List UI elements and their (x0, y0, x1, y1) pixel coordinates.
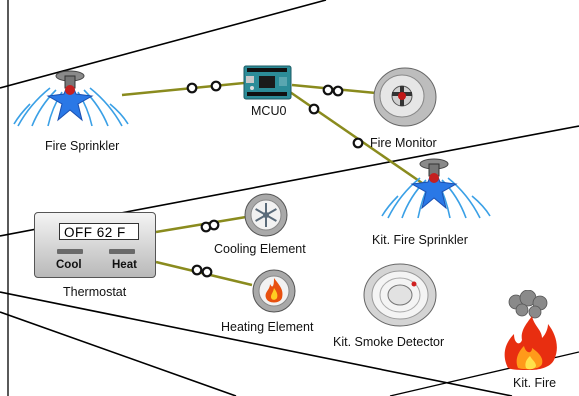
fire-icon (504, 290, 557, 370)
heat-indicator (109, 249, 135, 254)
kit-fire-sprinkler-device[interactable] (368, 150, 498, 232)
kit-smoke-detector-label: Kit. Smoke Detector (333, 335, 445, 349)
fire-sprinkler-label: Fire Sprinkler (45, 139, 120, 153)
kit-fire-device[interactable] (498, 290, 564, 372)
microcontroller-board-icon (243, 65, 292, 100)
flame-icon (252, 269, 296, 313)
fire-monitor-icon (373, 67, 437, 127)
link-connector (352, 137, 364, 149)
sprinkler-icon (381, 158, 491, 219)
thermostat-label: Thermostat (63, 285, 127, 299)
link-connector (186, 82, 198, 94)
heating-element-device[interactable] (250, 268, 298, 314)
kit-smoke-detector-device[interactable] (362, 262, 438, 328)
mcu-device[interactable] (243, 64, 293, 102)
kit-fire-label: Kit. Fire (513, 376, 557, 390)
cooling-element-device[interactable] (242, 192, 290, 238)
fire-monitor-label: Fire Monitor (370, 136, 437, 150)
fire-monitor-device[interactable] (372, 66, 438, 128)
link-connector (308, 103, 320, 115)
link-sprinkler-mcu (121, 81, 245, 97)
heat-button[interactable]: Heat (112, 259, 137, 271)
link-connector (208, 219, 220, 231)
link-connector (210, 80, 222, 92)
thermostat-display: OFF 62 F (59, 223, 139, 240)
smoke-detector-icon (363, 263, 437, 327)
link-connector (322, 84, 334, 96)
cool-button[interactable]: Cool (56, 259, 82, 271)
heating-element-label: Heating Element (221, 320, 314, 334)
link-connector (191, 264, 203, 276)
kit-fire-sprinkler-label: Kit. Fire Sprinkler (372, 233, 468, 247)
mcu-label: MCU0 (251, 104, 287, 118)
link-connector (201, 266, 213, 278)
cool-indicator (57, 249, 83, 254)
sprinkler-icon (13, 70, 129, 127)
thermostat-device[interactable]: OFF 62 F Cool Heat (34, 212, 156, 278)
cooling-element-label: Cooling Element (214, 242, 306, 256)
snowflake-icon (244, 193, 288, 237)
link-connector (332, 85, 344, 97)
fire-sprinkler-device[interactable] (10, 66, 160, 146)
link-thermostat-cooling (155, 215, 247, 234)
